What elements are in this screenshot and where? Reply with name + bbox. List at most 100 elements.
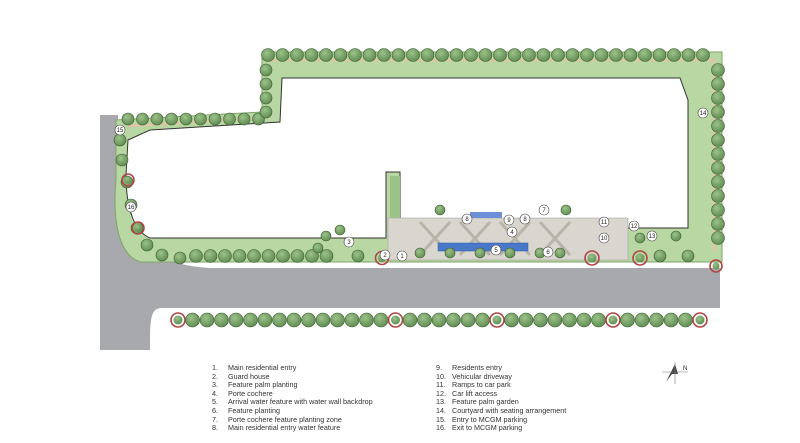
marker-label: 15 (117, 128, 124, 134)
tree-icon (623, 48, 638, 62)
marker-circle (343, 236, 355, 248)
legend-number: 8. (212, 423, 218, 433)
marker-label: 8 (465, 217, 469, 223)
tree-icon (414, 247, 426, 259)
feature-tree-icon (170, 312, 186, 328)
tree-layer (113, 48, 725, 328)
tree-icon (652, 48, 667, 62)
tree-icon (431, 312, 447, 328)
marker-label: 7 (542, 208, 546, 214)
legend-number: 6. (212, 405, 218, 415)
tree-icon (223, 112, 236, 126)
legend-item: 1.Main residential entry (212, 363, 373, 373)
tree-icon (301, 312, 316, 328)
tree-icon (330, 312, 345, 328)
tree-icon (711, 133, 725, 147)
tree-icon (638, 48, 652, 62)
legend-number: 15. (436, 414, 446, 424)
compass-icon (666, 364, 678, 382)
tree-icon (434, 204, 446, 216)
tree-icon (435, 48, 449, 62)
tree-icon (533, 312, 548, 328)
tree-icon (243, 312, 258, 328)
marker-label: 12 (631, 224, 638, 230)
tree-canopy (608, 315, 618, 325)
tree-icon (136, 112, 149, 126)
tree-icon (711, 147, 725, 161)
north-arrow: N (662, 362, 688, 384)
feature-tree-icon (692, 312, 708, 328)
tree-icon (464, 48, 478, 62)
tree-icon (663, 312, 679, 328)
tree-icon (290, 48, 304, 62)
tree-icon (232, 249, 247, 263)
legend-item: 15.Entry to MCGM parking (436, 414, 566, 425)
tree-icon (507, 48, 522, 62)
marker-label: 14 (700, 111, 707, 117)
tree-icon (391, 48, 406, 62)
feature-tree-icon (489, 312, 505, 328)
tree-icon (113, 133, 127, 147)
legend-number: 4. (212, 388, 218, 398)
tree-icon (536, 48, 551, 62)
tree-canopy (492, 315, 502, 325)
marker-circle (646, 230, 658, 242)
marker-label: 9 (507, 218, 511, 224)
tree-icon (377, 48, 391, 62)
tree-icon (312, 242, 324, 254)
legend-item: 4. Porte cochere (212, 388, 373, 399)
tree-icon (420, 48, 435, 62)
tree-icon (449, 48, 464, 62)
legend-number: 13. (436, 397, 446, 407)
legend-item: 10.Vehicular driveway (436, 372, 566, 382)
paving-pattern (418, 220, 572, 257)
marker-circle (503, 214, 515, 226)
tree-icon (259, 77, 273, 91)
tree-icon (194, 112, 207, 126)
tree-icon (203, 249, 218, 263)
tree-icon (417, 312, 432, 328)
marker-label: 8 (523, 217, 527, 223)
tree-icon (320, 230, 332, 242)
tree-icon (290, 249, 305, 263)
marker-label: 11 (601, 220, 608, 226)
marker-circle (125, 201, 137, 213)
road-network (100, 115, 720, 350)
marker-label: 3 (347, 240, 351, 246)
tree-icon (402, 312, 418, 328)
legend-label: Main residential entry water feature (228, 423, 341, 433)
tree-icon (580, 48, 594, 62)
legend-item: 5.Arrival water feature with water wall … (212, 398, 373, 407)
tree-icon (620, 312, 635, 328)
tree-icon (444, 247, 456, 259)
tree-icon (228, 312, 244, 328)
tree-icon (460, 312, 476, 328)
tree-icon (475, 312, 490, 328)
tree-icon (591, 312, 606, 328)
legend-label: Guard house (228, 371, 270, 381)
north-label: N (683, 366, 687, 372)
marker-label: 5 (494, 248, 498, 254)
tree-icon (493, 48, 507, 62)
tree-icon (247, 249, 261, 263)
feature-tree-icon (709, 259, 723, 273)
legend-item: 2.Guard house (212, 371, 373, 382)
marker-label: 4 (510, 230, 514, 236)
marker-circle (628, 220, 640, 232)
tree-canopy (134, 224, 142, 232)
tree-icon (653, 249, 667, 263)
tree-icon (214, 312, 229, 328)
tree-icon (208, 112, 222, 126)
tree-icon (333, 48, 348, 62)
legend-item: 7.Porte cochere feature planting zone (212, 414, 373, 425)
legend-label: Porte cochere feature planting zone (228, 414, 342, 424)
tree-icon (711, 217, 725, 231)
marker-circle (598, 216, 610, 228)
tree-icon (237, 112, 251, 126)
tree-icon (259, 91, 273, 105)
tree-icon (189, 249, 203, 263)
tree-icon (594, 48, 609, 62)
marker-label: 16 (128, 205, 135, 211)
legend-label: Porte cochere (228, 388, 273, 398)
marker-circle (506, 226, 518, 238)
